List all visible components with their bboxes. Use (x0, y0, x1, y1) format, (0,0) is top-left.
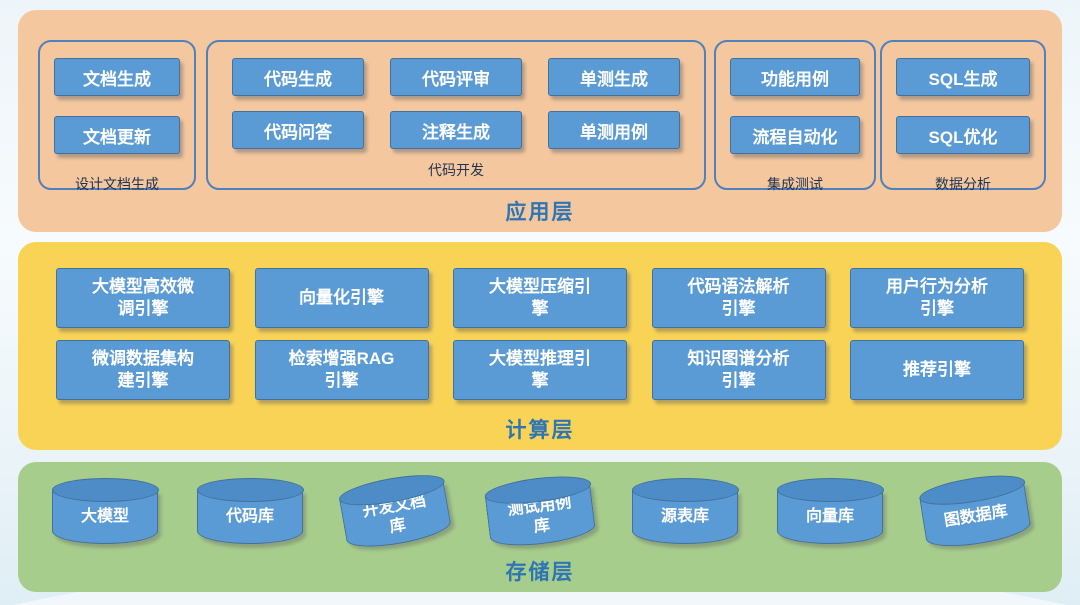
db-code: 代码库 (196, 478, 304, 544)
node-unittest-case: 单测用例 (548, 111, 680, 149)
engine-llm-finetune: 大模型高效微调引擎 (56, 268, 230, 328)
db-large-model-wrap: 大模型 (51, 478, 159, 544)
layer-storage: 大模型 代码库 开发文档库 测试用例库 源表库 向量库 图数据库 存储层 (18, 462, 1062, 592)
db-test-case: 测试用例库 (484, 483, 597, 551)
engine-llm-compression: 大模型压缩引擎 (453, 268, 627, 328)
compute-row-2: 微调数据集构建引擎 检索增强RAG引擎 大模型推理引擎 知识图谱分析引擎 推荐引… (18, 340, 1062, 400)
db-large-model: 大模型 (51, 478, 159, 544)
group-label-integration-test: 集成测试 (767, 176, 823, 192)
node-code-generation: 代码生成 (232, 58, 364, 96)
group-design-doc-generation: 文档生成 文档更新 设计文档生成 (38, 40, 196, 192)
db-dev-doc-wrap: 开发文档库 (337, 469, 453, 553)
db-graph: 图数据库 (919, 481, 1033, 552)
db-source-table: 源表库 (631, 478, 739, 544)
engine-knowledge-graph-analysis: 知识图谱分析引擎 (651, 340, 826, 400)
group-data-analysis: SQL生成 SQL优化 数据分析 (880, 40, 1046, 192)
node-sql-generation: SQL生成 (896, 58, 1030, 96)
layer-application: 文档生成 文档更新 设计文档生成 代码生成 代码评审 单测生成 代码问答 注释生… (18, 10, 1062, 232)
engine-vectorization: 向量化引擎 (254, 268, 429, 328)
group-label-code-development: 代码开发 (428, 162, 484, 178)
db-vector-wrap: 向量库 (776, 478, 884, 544)
db-dev-doc: 开发文档库 (339, 481, 453, 553)
node-unittest-generation: 单测生成 (548, 58, 680, 96)
engine-rag: 检索增强RAG引擎 (254, 340, 429, 400)
db-code-wrap: 代码库 (196, 478, 304, 544)
engine-recommendation: 推荐引擎 (850, 340, 1024, 400)
db-test-case-wrap: 测试用例库 (483, 472, 597, 551)
node-function-case: 功能用例 (730, 58, 860, 96)
group-integration-test: 功能用例 流程自动化 集成测试 (714, 40, 876, 192)
node-sql-optimization: SQL优化 (896, 116, 1030, 154)
storage-row: 大模型 代码库 开发文档库 测试用例库 源表库 向量库 图数据库 (18, 478, 1062, 553)
db-graph-wrap: 图数据库 (917, 470, 1033, 552)
engine-finetune-dataset-build: 微调数据集构建引擎 (56, 340, 230, 400)
engine-user-behavior-analysis: 用户行为分析引擎 (850, 268, 1024, 328)
db-source-table-wrap: 源表库 (631, 478, 739, 544)
storage-layer-title: 存储层 (505, 561, 575, 584)
node-process-automation: 流程自动化 (730, 116, 860, 154)
layer-compute: 大模型高效微调引擎 向量化引擎 大模型压缩引擎 代码语法解析引擎 用户行为分析引… (18, 242, 1062, 450)
node-code-qa: 代码问答 (232, 111, 364, 149)
group-label-data-analysis: 数据分析 (935, 176, 991, 192)
node-doc-generation: 文档生成 (54, 58, 180, 96)
compute-layer-title: 计算层 (505, 419, 575, 442)
db-vector: 向量库 (776, 478, 884, 544)
node-doc-update: 文档更新 (54, 116, 180, 154)
compute-row-1: 大模型高效微调引擎 向量化引擎 大模型压缩引擎 代码语法解析引擎 用户行为分析引… (18, 268, 1062, 328)
code-development-grid: 代码生成 代码评审 单测生成 代码问答 注释生成 单测用例 (232, 58, 680, 149)
group-label-design-doc-generation: 设计文档生成 (75, 176, 159, 192)
group-code-development: 代码生成 代码评审 单测生成 代码问答 注释生成 单测用例 代码开发 (206, 40, 706, 190)
node-comment-generation: 注释生成 (390, 111, 522, 149)
node-code-review: 代码评审 (390, 58, 522, 96)
application-layer-title: 应用层 (505, 201, 575, 224)
engine-code-syntax-parse: 代码语法解析引擎 (651, 268, 826, 328)
engine-llm-inference: 大模型推理引擎 (453, 340, 627, 400)
